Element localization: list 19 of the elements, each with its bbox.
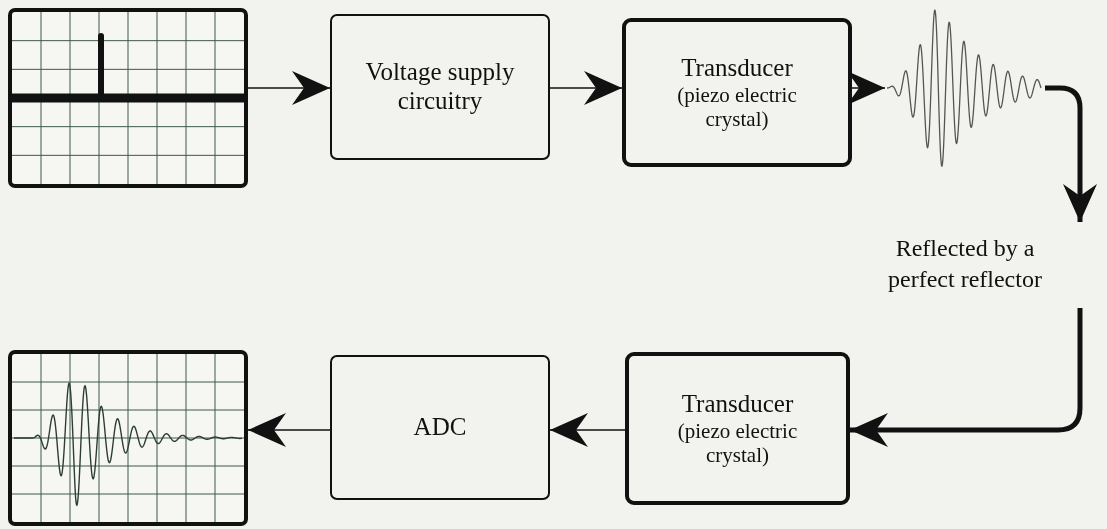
arrow: [247, 413, 331, 447]
arrow: [1045, 85, 1097, 222]
box-subtext: (piezo electric crystal): [676, 418, 799, 467]
box-label: Voltage supply circuitry: [365, 58, 515, 116]
oscilloscope-screen-drawing: [8, 350, 248, 526]
box-subtext: (piezo electric crystal): [676, 82, 798, 131]
reflection-note: Reflected by a perfect reflector: [870, 224, 1090, 304]
arrow: [549, 413, 626, 447]
box-label: Transducer: [681, 54, 793, 83]
process-box: [330, 14, 550, 160]
arrow: [549, 71, 623, 105]
arrow: [247, 71, 331, 105]
process-box: [330, 355, 550, 500]
arrow: [850, 308, 1083, 447]
process-box: [622, 18, 852, 167]
box-label: Transducer: [681, 390, 794, 419]
oscilloscope-screen-drawing: [8, 8, 248, 188]
process-box: [625, 352, 850, 505]
box-label: ADC: [413, 413, 467, 442]
